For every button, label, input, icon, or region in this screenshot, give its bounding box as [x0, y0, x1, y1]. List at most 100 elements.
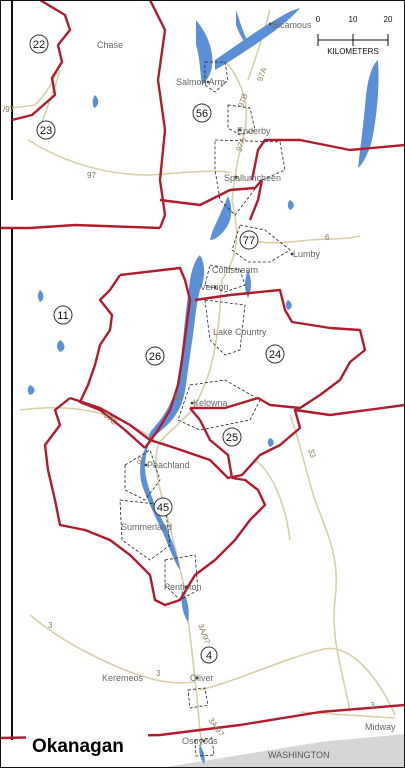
place-dot	[190, 401, 194, 405]
region-number-56: 56	[196, 108, 208, 120]
place-label-spallumcheen: Spallumcheen	[224, 173, 281, 183]
road-segment	[254, 459, 291, 541]
region-markers: 22 23 56 77 11 26 24 25 45 4	[29, 34, 285, 664]
road-label: 97	[174, 393, 183, 402]
road-segment	[19, 406, 156, 441]
boundary-line	[78, 274, 146, 449]
place-dot	[202, 739, 206, 743]
place-label-lumby: Lumby	[293, 249, 321, 259]
title-box	[26, 730, 148, 760]
place-label-salmon-arm: Salmon Arm	[176, 77, 225, 87]
scale-tick-label: 20	[384, 15, 393, 24]
road-label: 3	[156, 669, 161, 678]
okanagan-lake-south	[140, 440, 180, 570]
small-lake	[285, 300, 292, 310]
scale-bar: 0 10 20 KILOMETERS	[316, 15, 393, 56]
region-marker	[200, 646, 218, 664]
region-number-24: 24	[269, 349, 281, 361]
region-marker	[53, 305, 73, 325]
municipal-boundary	[204, 264, 246, 293]
boundary-line	[190, 288, 367, 410]
place-markers	[144, 22, 294, 743]
road-label: 97	[135, 454, 146, 465]
scale-tick-label: 0	[316, 15, 321, 24]
place-label-penticton: Penticton	[164, 582, 202, 592]
place-dot	[268, 22, 272, 26]
place-label-osoyoos: Osoyoos	[182, 736, 218, 746]
scale-tick-label: 10	[349, 15, 358, 24]
municipal-boundary	[227, 104, 256, 136]
small-lake	[27, 385, 35, 395]
shuswap-lake-arm	[196, 20, 213, 85]
boundary-line	[148, 0, 167, 229]
place-dot	[195, 676, 199, 680]
road-segment	[247, 235, 361, 244]
municipal-boundary	[177, 379, 261, 431]
region-number-11: 11	[57, 310, 68, 322]
place-label-coldstream: Coldstream	[212, 265, 258, 275]
boundary-line	[0, 223, 161, 230]
road-label: 97	[87, 171, 96, 180]
road-segment	[199, 647, 396, 716]
washington-label: WASHINGTON	[268, 750, 330, 760]
region-marker	[29, 34, 49, 54]
region-marker	[222, 427, 242, 447]
road-segment	[195, 279, 223, 406]
region-marker	[36, 120, 56, 140]
region-number-77: 77	[243, 235, 255, 247]
osoyoos-lake	[199, 745, 205, 764]
place-labels: Sicamous Chase Salmon Arm Enderby Spallu…	[97, 20, 396, 746]
small-lake	[92, 95, 99, 108]
place-dot	[238, 128, 242, 132]
small-lake	[287, 200, 294, 210]
place-label-sicamous: Sicamous	[272, 20, 312, 30]
boundary-line	[43, 397, 267, 607]
boundary-line	[11, 0, 72, 122]
region-number-23: 23	[40, 125, 52, 137]
boundary-line	[248, 179, 264, 221]
boundary-line	[119, 266, 192, 449]
place-label-keremeos: Keremeos	[102, 673, 144, 683]
place-dot	[290, 252, 294, 256]
road-label: 33	[306, 448, 318, 460]
place-dot	[213, 285, 217, 289]
region-marker	[265, 344, 285, 364]
map-title: Okanagan	[32, 736, 124, 757]
municipal-boundary	[231, 224, 291, 263]
place-label-enderby: Enderby	[237, 126, 271, 136]
small-lake	[37, 290, 44, 302]
road-label: 6	[325, 233, 330, 242]
small-lake	[57, 340, 65, 352]
municipal-boundary	[194, 737, 215, 757]
road-label: 3	[370, 701, 375, 710]
place-dot	[234, 175, 238, 179]
place-label-lake-country: Lake Country	[213, 327, 267, 337]
road-segment	[289, 414, 351, 713]
boundary-line	[69, 396, 405, 480]
place-dot	[184, 585, 188, 589]
shuswap-lake	[215, 8, 300, 70]
small-lake	[267, 438, 274, 447]
municipal-boundary	[187, 687, 209, 709]
place-label-summerland: Summerland	[121, 522, 172, 532]
municipal-boundary	[124, 449, 161, 501]
region-number-22: 22	[33, 39, 45, 51]
boundary-line	[189, 407, 201, 421]
small-lake	[245, 270, 251, 298]
place-label-midway: Midway	[365, 722, 396, 732]
municipal-boundary	[214, 139, 286, 216]
region-marker	[192, 103, 212, 123]
place-dot	[144, 463, 148, 467]
mara-lake	[236, 10, 248, 43]
scale-unit-label: KILOMETERS	[327, 47, 379, 56]
region-number-25: 25	[226, 432, 238, 444]
boundary-line	[159, 179, 263, 207]
road-segment	[29, 614, 196, 684]
road-segment	[224, 59, 248, 201]
boundary-line	[250, 138, 405, 181]
place-label-peachland: Peachland	[147, 460, 190, 470]
region-number-45: 45	[157, 502, 169, 514]
municipal-boundary	[164, 554, 199, 601]
